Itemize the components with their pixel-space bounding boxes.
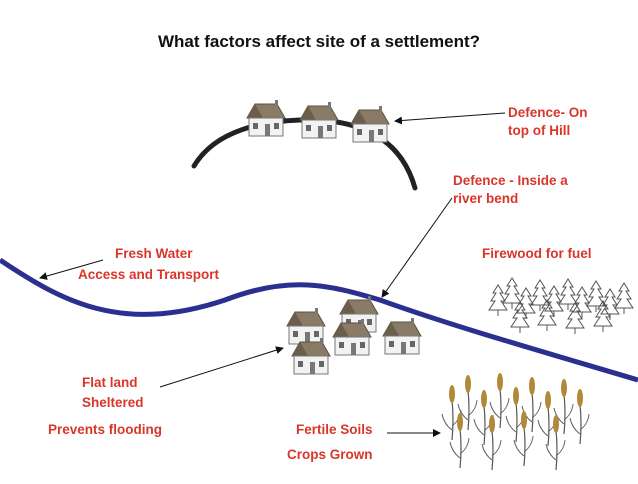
label-defence-river-line2: river bend [453, 191, 519, 206]
label-flat-land: Flat land [82, 375, 138, 390]
label-prevents-flooding: Prevents flooding [48, 422, 163, 437]
label-crops-grown: Crops Grown [287, 447, 373, 462]
arrows [39, 112, 506, 437]
label-defence-hill: Defence- On top of Hill [508, 104, 588, 140]
label-defence-hill-line2: top of Hill [508, 123, 571, 138]
river [0, 257, 638, 383]
label-access-transport: Access and Transport [78, 267, 220, 282]
arrow-fresh-water [39, 259, 104, 280]
label-fertile-soils: Fertile Soils [296, 422, 373, 437]
label-defence-river: Defence - Inside a river bend [453, 172, 568, 208]
hill-houses [246, 99, 390, 143]
wheat-field [441, 372, 590, 471]
label-firewood: Firewood for fuel [482, 246, 592, 261]
label-sheltered: Sheltered [82, 395, 144, 410]
page-title: What factors affect site of a settlement… [157, 32, 481, 51]
forest [488, 277, 634, 335]
arrow-flat-land [159, 346, 284, 388]
arrow-river-bend [381, 197, 453, 298]
arrow-hill [394, 112, 506, 125]
label-defence-hill-line1: Defence- On [508, 105, 588, 120]
label-defence-river-line1: Defence - Inside a [453, 173, 568, 188]
label-fresh-water: Fresh Water [115, 246, 193, 261]
